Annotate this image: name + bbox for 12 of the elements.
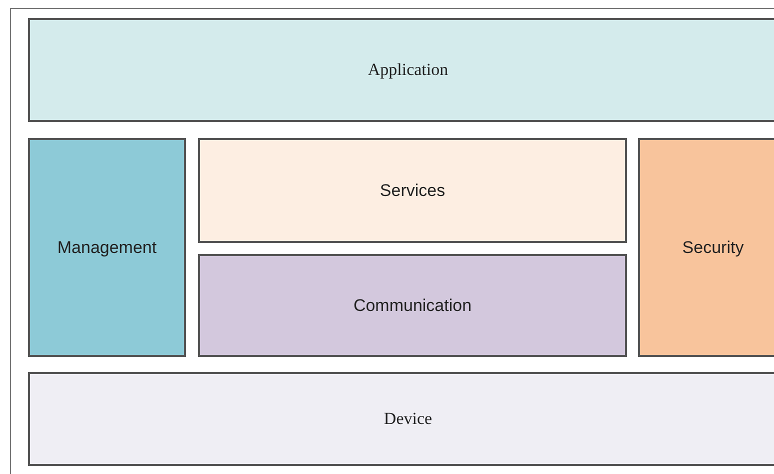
layer-label: Device <box>384 409 432 429</box>
layer-band <box>28 372 774 466</box>
layer-column <box>638 138 774 357</box>
layer-band <box>28 18 774 122</box>
layer-box <box>198 254 627 357</box>
layer-label: Communication <box>353 296 472 316</box>
layer-box <box>198 138 627 243</box>
layer-label: Services <box>380 180 446 200</box>
layer-label: Management <box>57 238 157 258</box>
layer-column <box>28 138 186 357</box>
layer-label: Application <box>368 60 448 80</box>
layer-label: Security <box>682 238 744 258</box>
